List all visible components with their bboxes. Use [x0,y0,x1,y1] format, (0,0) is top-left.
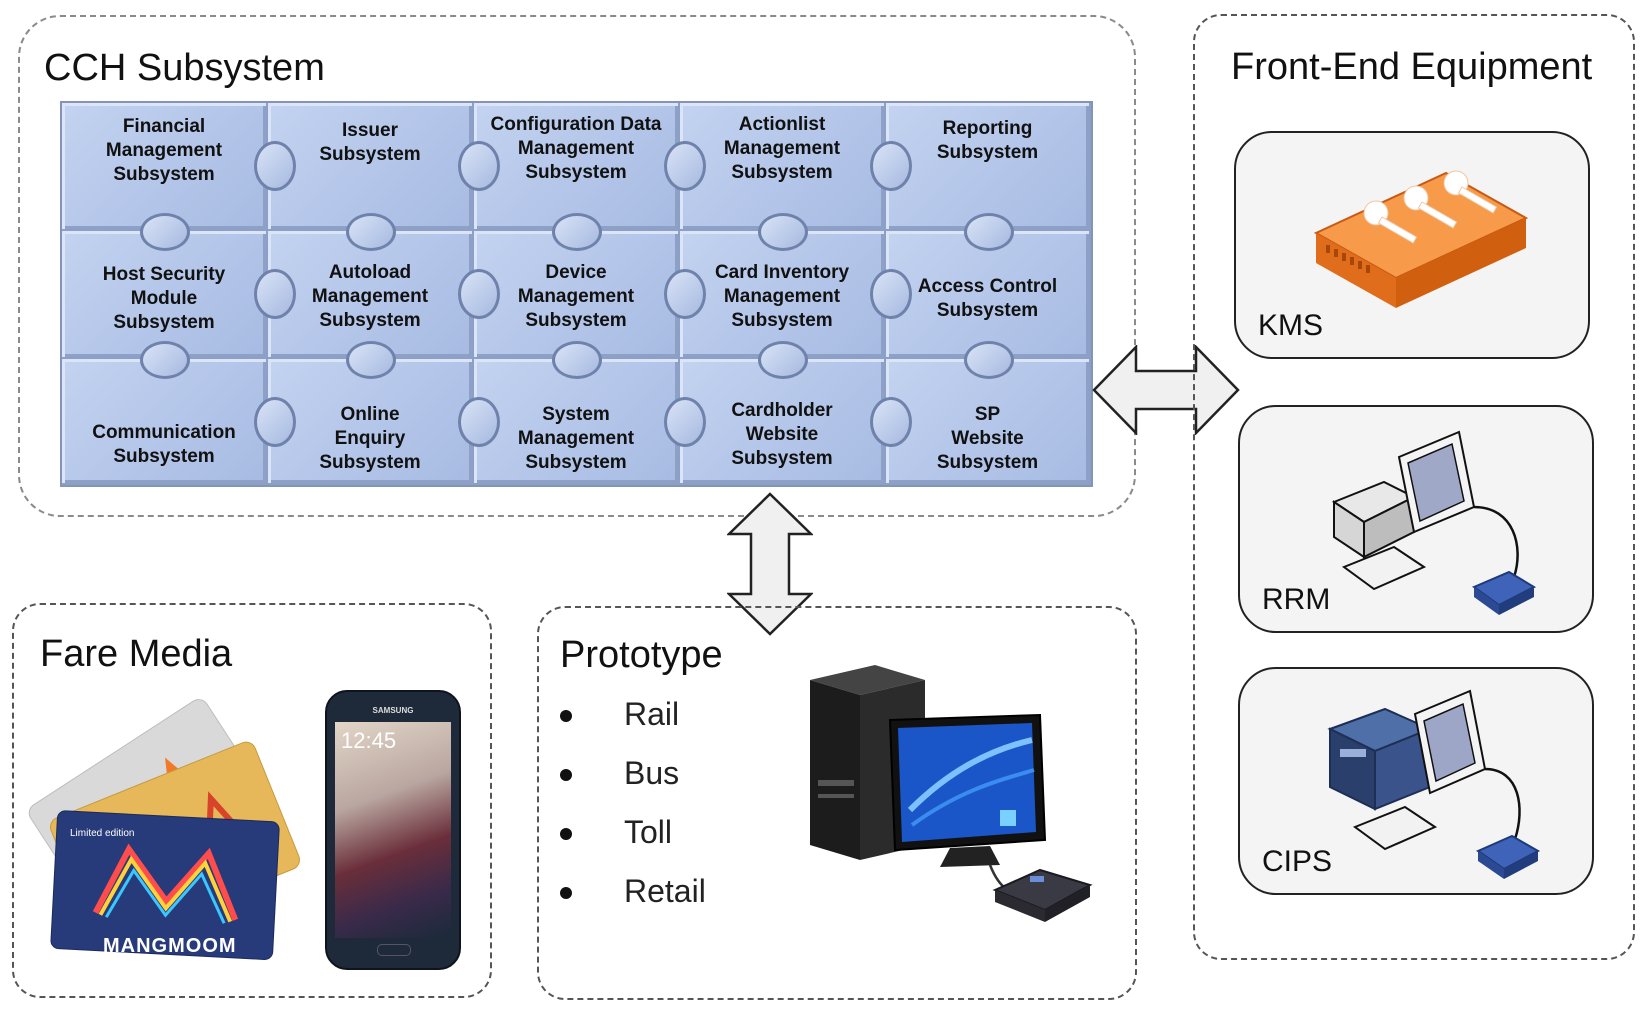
piece-label: Device Management Subsystem [517,262,635,331]
puzzle-knob [870,141,912,191]
bullet-dot [560,710,572,722]
puzzle-piece-online-enquiry[interactable]: Online Enquiry Subsystem [268,359,474,485]
rrm-device-box[interactable]: RRM [1238,405,1594,633]
puzzle-piece-system[interactable]: System Management Subsystem [474,359,680,485]
piece-label: Configuration Data Management Subsystem [490,114,662,183]
bullet-dot [560,828,572,840]
puzzle-piece-access-control[interactable]: Access Control Subsystem [886,231,1091,359]
puzzle-knob [552,213,602,251]
desktop-computer-illustration [810,665,1093,922]
card-brand-text: MANGMOOM [103,935,237,957]
puzzle-knob [458,141,500,191]
phone-clock: 12:45 [341,728,397,753]
puzzle-knob [458,397,500,447]
prototype-item-text: Toll [624,814,673,850]
cch-subsystem-title: CCH Subsystem [44,47,325,89]
puzzle-piece-sp-website[interactable]: SP Website Subsystem [886,359,1091,485]
computer-reader-icon [1331,430,1537,615]
puzzle-knob [870,397,912,447]
piece-label: Actionlist Management Subsystem [723,114,841,183]
cips-label: CIPS [1262,845,1333,878]
prototype-item-text: Retail [624,873,706,909]
puzzle-piece-actionlist[interactable]: Actionlist Management Subsystem [680,103,886,231]
puzzle-knob [870,269,912,319]
puzzle-piece-card-inventory[interactable]: Card Inventory Management Subsystem [680,231,886,359]
piece-label: Financial Management Subsystem [105,116,223,185]
piece-label: Online Enquiry Subsystem [319,404,421,473]
puzzle-knob [964,213,1014,251]
puzzle-piece-cardholder-website[interactable]: Cardholder Website Subsystem [680,359,886,485]
front-end-equipment-title: Front-End Equipment [1231,46,1593,88]
piece-label: System Management Subsystem [517,404,635,473]
cch-puzzle-grid: Financial Management Subsystem Issuer Su… [60,101,1093,487]
puzzle-knob [552,341,602,379]
puzzle-piece-device[interactable]: Device Management Subsystem [474,231,680,359]
puzzle-knob [964,341,1014,379]
puzzle-knob [254,269,296,319]
card-edition-text: Limited edition [70,828,135,839]
key-server-icon [1313,170,1529,308]
bidirectional-arrow-vertical [727,492,813,636]
card-printer-icon [1327,689,1541,879]
puzzle-knob [758,213,808,251]
fare-cards-illustration [28,699,300,960]
puzzle-knob [758,341,808,379]
piece-label: Issuer Subsystem [319,120,421,165]
puzzle-piece-financial[interactable]: Financial Management Subsystem [62,103,268,231]
puzzle-knob [254,397,296,447]
puzzle-knob [664,141,706,191]
cch-subsystem-group: CCH Subsystem [18,15,1136,517]
puzzle-piece-communication[interactable]: Communication Subsystem [62,359,268,485]
piece-label: Reporting Subsystem [936,118,1039,163]
puzzle-knob [254,141,296,191]
phone-home-button [377,944,411,956]
puzzle-piece-reporting[interactable]: Reporting Subsystem [886,103,1091,231]
puzzle-knob [140,341,190,379]
piece-label: Cardholder Website Subsystem [731,400,833,469]
front-end-equipment-group: Front-End Equipment [1193,14,1635,960]
prototype-item-text: Rail [624,696,680,732]
cips-device-box[interactable]: CIPS [1238,667,1594,895]
kms-label: KMS [1258,309,1324,342]
prototype-title: Prototype [560,634,723,676]
bidirectional-arrow-horizontal [1092,345,1240,435]
rrm-label: RRM [1262,583,1331,616]
puzzle-piece-autoload[interactable]: Autoload Management Subsystem [268,231,474,359]
fare-media-group: Fare Media [12,603,492,998]
puzzle-knob [458,269,500,319]
bullet-dot [560,887,572,899]
phone-brand-text: SAMSUNG [372,706,414,715]
piece-label: SP Website Subsystem [936,404,1039,473]
puzzle-knob [664,397,706,447]
piece-label: Autoload Management Subsystem [311,262,429,331]
puzzle-knob [346,213,396,251]
kms-device-box[interactable]: KMS [1234,131,1590,359]
prototype-item-text: Bus [624,755,680,791]
piece-label: Communication Subsystem [92,422,236,467]
fare-media-title: Fare Media [40,633,233,675]
piece-label: Access Control Subsystem [917,276,1058,321]
prototype-group: Prototype [537,606,1137,1000]
puzzle-knob [664,269,706,319]
smartphone-illustration: SAMSUNG 12:45 [325,690,461,970]
bullet-dot [560,769,572,781]
puzzle-piece-issuer[interactable]: Issuer Subsystem [268,103,474,231]
puzzle-knob [140,213,190,251]
puzzle-knob [346,341,396,379]
piece-label: Host Security Module Subsystem [102,264,226,333]
puzzle-piece-configuration-data[interactable]: Configuration Data Management Subsystem [474,103,680,231]
puzzle-piece-host-security[interactable]: Host Security Module Subsystem [62,231,268,359]
piece-label: Card Inventory Management Subsystem [714,262,850,331]
phone-screen: 12:45 [335,722,451,938]
